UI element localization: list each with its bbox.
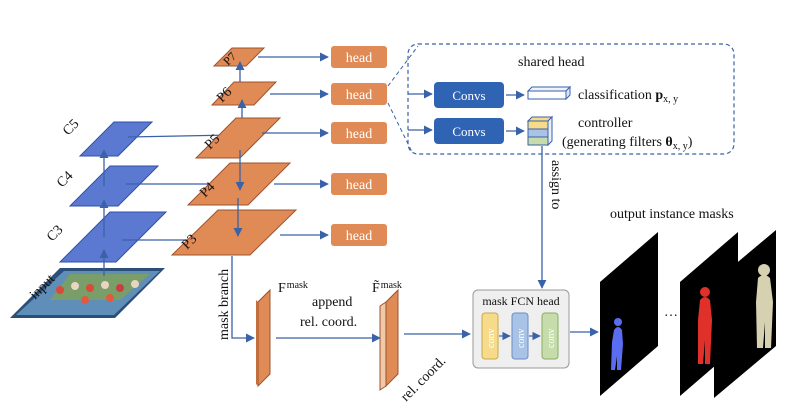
head-box-p7: head (331, 46, 387, 68)
classification-label: classification px, y (578, 88, 678, 105)
f-mask-label: Fmask (278, 280, 308, 296)
classification-tensor (526, 85, 572, 101)
head-label-p3: head (346, 229, 372, 244)
c3-label: C3 (44, 223, 66, 245)
append-rel-coord-label: rel. coord. (300, 315, 357, 330)
append-label: append (312, 295, 352, 310)
f-mask-tilde-feature (379, 288, 399, 391)
head-label-p6: head (346, 88, 372, 103)
shared-head-title: shared head (518, 55, 584, 70)
svg-text:conv: conv (486, 329, 497, 348)
head-box-p4: head (331, 173, 387, 195)
c5-plane (78, 121, 154, 157)
arrow-c5-p5 (127, 130, 233, 140)
p7-plane (212, 47, 266, 67)
c3-plane (58, 211, 168, 263)
output-mask-1 (600, 232, 658, 396)
controller-tensor (526, 115, 554, 147)
classification-subscript: x, y (663, 94, 678, 105)
convs-label-controller: Convs (452, 124, 485, 139)
classification-symbol: p (655, 88, 663, 103)
input-image (10, 268, 165, 318)
zoom-line-bottom (387, 102, 413, 153)
mask-conv-1: conv (481, 312, 499, 360)
output-instance-masks-title: output instance masks (610, 207, 734, 222)
convs-label-classification: Convs (452, 88, 485, 103)
assign-to-label: assign to (548, 160, 563, 209)
controller-symbol: θ (665, 135, 672, 150)
svg-text:conv: conv (516, 329, 527, 348)
mask-fcn-head-title: mask FCN head (482, 294, 559, 308)
head-label-p5: head (346, 127, 372, 142)
f-mask-feature (256, 288, 271, 388)
shared-head-panel (407, 43, 735, 155)
head-box-p5: head (331, 122, 387, 144)
controller-subscript: x, y (673, 141, 688, 152)
convs-box-controller: Convs (434, 118, 504, 144)
c4-label: C4 (54, 169, 76, 191)
p6-plane (210, 81, 278, 106)
zoom-line-top (387, 45, 419, 87)
f-mask-tilde-label: F̃mask (372, 279, 402, 296)
controller-desc: (generating filters θx, y) (562, 135, 693, 152)
convs-box-classification: Convs (434, 82, 504, 108)
mask-conv-3: conv (541, 312, 559, 360)
head-box-p6: head (331, 83, 387, 105)
controller-label: controller (578, 116, 633, 131)
c4-plane (68, 165, 160, 207)
rel-coord-label: rel. coord. (398, 354, 449, 405)
mask-branch-label: mask branch (217, 269, 232, 340)
output-ellipsis: … (664, 305, 678, 320)
c5-label: C5 (60, 117, 82, 139)
head-label-p4: head (346, 178, 372, 193)
arrow-mask-branch (231, 256, 255, 343)
output-mask-3 (714, 230, 776, 398)
head-label-p7: head (346, 51, 372, 66)
svg-text:conv: conv (546, 329, 557, 348)
mask-conv-2: conv (511, 312, 529, 360)
head-box-p3: head (331, 224, 387, 246)
